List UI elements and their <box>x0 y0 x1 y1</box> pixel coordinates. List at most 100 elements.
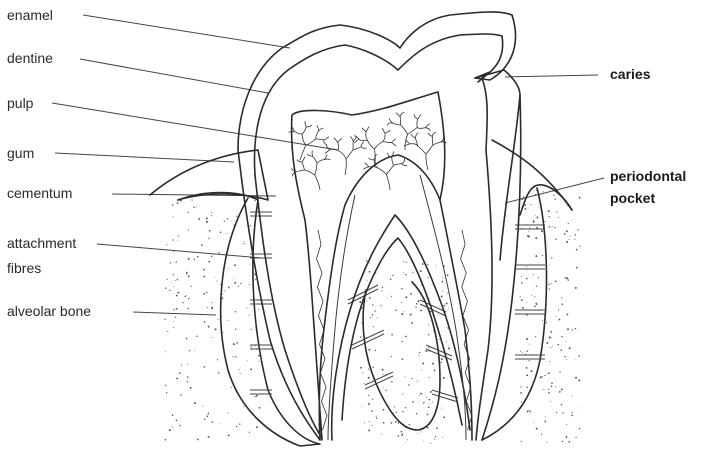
bone-stipple-dot <box>165 439 167 441</box>
pulp-vessel <box>324 137 329 140</box>
bone-stipple-dot <box>544 375 545 376</box>
leader-attachment-fibres <box>97 244 262 258</box>
bone-stipple-dot <box>542 320 543 321</box>
pulp-vessel <box>411 134 416 138</box>
bone-stipple-dot <box>441 408 442 409</box>
bone-stipple-dot <box>536 286 537 287</box>
pulp-vessel <box>353 147 361 150</box>
bone-stipple-dot <box>543 191 544 192</box>
bone-stipple-dot <box>236 426 237 427</box>
pulp-vessel <box>312 151 313 157</box>
pulp-vessel <box>365 163 369 167</box>
bone-stipple-dot <box>360 336 361 337</box>
pulp-vessel <box>418 146 426 154</box>
bone-stipple-dot <box>175 280 176 281</box>
fibre-stripe <box>352 330 384 345</box>
bone-stipple-dot <box>240 283 241 284</box>
bone-stipple-dot <box>243 241 244 242</box>
bone-stipple-dot <box>569 347 571 349</box>
pulp-vessel <box>334 138 338 143</box>
bone-stipple-dot <box>541 434 542 435</box>
bone-stipple-dot <box>233 356 234 357</box>
bone-stipple-dot <box>254 396 255 397</box>
pulp-vessel <box>417 128 425 129</box>
bone-stipple-dot <box>561 336 563 338</box>
bone-stipple-dot <box>197 256 199 258</box>
bone-stipple-dot <box>428 406 430 408</box>
bone-stipple-dot <box>248 315 249 316</box>
bone-stipple-dot <box>402 394 403 395</box>
bone-stipple-dot <box>535 255 537 257</box>
bone-stipple-dot <box>565 277 567 279</box>
bone-stipple-dot <box>548 210 550 212</box>
bone-stipple-dot <box>427 264 428 265</box>
bone-stipple-dot <box>408 384 409 385</box>
bone-stipple-dot <box>209 230 211 232</box>
pulp-vessel <box>396 113 400 117</box>
bone-stipple-dot <box>566 241 568 243</box>
bone-stipple-dot <box>419 395 420 396</box>
bone-stipple-dot <box>188 212 189 213</box>
bone-stipple-dot <box>564 233 566 235</box>
bone-stipple-dot <box>217 280 218 281</box>
bone-stipple-dot <box>555 238 556 239</box>
bone-stipple-dot <box>186 338 188 340</box>
bone-stipple-dot <box>368 369 369 370</box>
bone-stipple-dot <box>218 372 220 374</box>
bone-stipple-dot <box>395 309 397 311</box>
bone-stipple-dot <box>176 420 178 422</box>
bone-stipple-dot <box>533 221 535 223</box>
bone-stipple-dot <box>527 387 528 388</box>
bone-stipple-dot <box>434 369 436 371</box>
bone-stipple-dot <box>188 275 190 277</box>
bone-stipple-dot <box>559 371 560 372</box>
bone-stipple-dot <box>526 411 528 413</box>
bone-stipple-dot <box>368 429 370 431</box>
right-labels: caries periodontal pocket <box>610 66 686 206</box>
bone-stipple-dot <box>243 406 244 407</box>
bone-stipple-dot <box>403 261 404 262</box>
pulp-vessel <box>297 160 302 162</box>
pulp-vessel <box>350 136 353 141</box>
pulp-vessel <box>441 137 444 142</box>
bone-stipple-dot <box>578 408 579 409</box>
bone-stipple-dot <box>405 377 406 378</box>
pulp-vessel <box>386 165 393 174</box>
bone-stipple-dot <box>165 287 167 289</box>
bone-stipple-dot <box>548 216 549 217</box>
bone-stipple-dot <box>549 288 550 289</box>
bone-stipple-dot <box>372 314 374 316</box>
bone-stipple-dot <box>175 316 176 317</box>
gum-right-top <box>492 140 572 210</box>
bone-stipple-dot <box>382 287 383 288</box>
bone-stipple-dot <box>577 229 578 230</box>
pulp-vessel <box>377 168 386 175</box>
bone-stipple-dot <box>521 441 522 442</box>
bone-stipple-dot <box>430 443 431 444</box>
pulp-vessel <box>302 134 306 145</box>
bone-stipple-dot <box>206 218 208 220</box>
bone-stipple-dot <box>551 385 553 387</box>
bone-stipple-dot <box>212 302 213 303</box>
bone-stipple-dot <box>533 422 534 423</box>
bone-stipple-dot <box>566 313 568 315</box>
bone-stipple-dot <box>568 441 570 443</box>
pulp-vessel <box>302 157 305 163</box>
bone-stipple-dot <box>247 308 248 309</box>
bone-stipple-dot <box>405 296 407 298</box>
bone-stipple-dot <box>564 356 565 357</box>
bone-stipple-dot <box>188 258 190 260</box>
bone-stipple-dot <box>250 329 251 330</box>
bone-stipple-dot <box>420 431 421 432</box>
bone-stipple-dot <box>206 221 208 223</box>
bone-stipple-dot <box>543 389 544 390</box>
bone-stipple-dot <box>169 429 171 431</box>
bone-stipple-dot <box>422 263 424 265</box>
bone-stipple-dot <box>574 239 575 240</box>
fibre-stripe <box>352 334 384 349</box>
pulp-vessel <box>338 142 339 150</box>
pulp-vessel <box>364 167 369 170</box>
bone-stipple-dot <box>538 277 539 278</box>
pulp-vessel <box>382 128 385 133</box>
bone-stipple-dot <box>528 235 529 236</box>
